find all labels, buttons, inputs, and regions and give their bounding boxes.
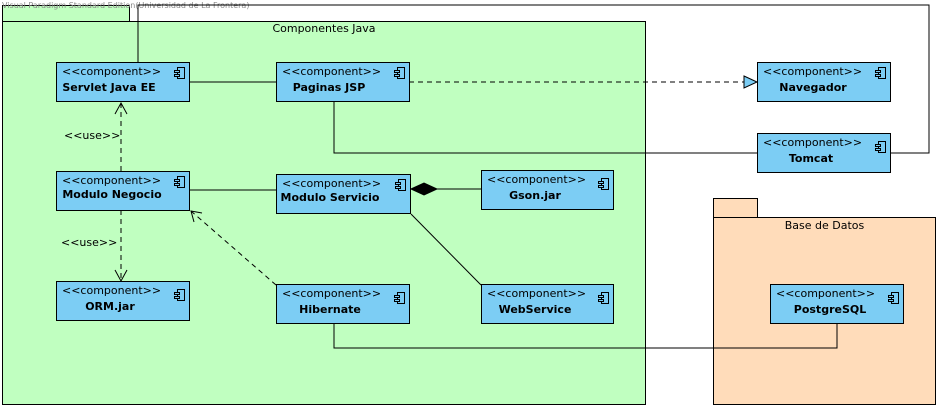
component-icon [174,176,185,188]
component-icon [598,178,609,190]
hibernate-postgres-link[interactable] [333,323,838,349]
component-stereotype: <<component>> [62,174,162,187]
component-orm-jar[interactable]: <<component>> ORM.jar [56,281,190,321]
use-label-servlet: <<use>> [64,129,121,142]
component-stereotype: <<component>> [62,284,162,297]
component-servlet-java-ee[interactable]: <<component>> Servlet Java EE [56,62,190,102]
use-label-orm: <<use>> [61,236,118,249]
jsp-tomcat-link[interactable] [333,101,757,154]
negocio-dep-arrowhead [190,210,203,223]
component-stereotype: <<component>> [282,287,382,300]
servlet-use-arrowhead [114,101,128,115]
component-stereotype: <<component>> [776,287,876,300]
component-icon [174,289,185,301]
component-icon [174,67,185,79]
component-stereotype: <<component>> [487,287,587,300]
composition-diamond [409,182,439,196]
component-navegador[interactable]: <<component>> Navegador [757,62,891,102]
component-icon [394,67,405,79]
component-name: Modulo Servicio [280,191,380,204]
component-stereotype: <<component>> [763,136,863,149]
component-name: Servlet Java EE [62,81,156,94]
watermark: Visual Paradigm Standard Edition(Univers… [2,1,250,10]
component-name: ORM.jar [85,300,135,313]
db-package-title: Base de Datos [784,219,865,232]
component-webservice[interactable]: <<component>> WebService [481,284,614,324]
servlet-tomcat-link[interactable] [137,4,930,154]
component-icon [394,292,405,304]
navegador-arrowhead [743,75,759,89]
component-modulo-negocio[interactable]: <<component>> Modulo Negocio [56,171,190,211]
component-name: Modulo Negocio [62,188,162,201]
component-stereotype: <<component>> [282,65,382,78]
component-tomcat[interactable]: <<component>> Tomcat [757,133,891,173]
component-paginas-jsp[interactable]: <<component>> Paginas JSP [276,62,410,102]
component-icon [875,67,886,79]
component-icon [888,292,899,304]
servicio-webservice-link[interactable] [410,213,482,286]
component-icon [875,141,886,153]
component-name: Hibernate [299,303,361,316]
component-name: Navegador [779,81,847,94]
component-modulo-servicio[interactable]: <<component>> Modulo Servicio [276,174,411,214]
java-package-title: Componentes Java [272,22,376,35]
component-name: Paginas JSP [292,81,366,94]
component-name: PostgreSQL [793,303,867,316]
component-gson-jar[interactable]: <<component>> Gson.jar [481,170,614,210]
component-stereotype: <<component>> [282,177,382,190]
hibernate-negocio-dependency[interactable] [190,210,277,286]
component-stereotype: <<component>> [763,65,863,78]
component-stereotype: <<component>> [487,173,587,186]
component-name: Tomcat [788,152,834,165]
component-icon [598,292,609,304]
component-name: Gson.jar [509,189,561,202]
component-stereotype: <<component>> [62,65,162,78]
component-hibernate[interactable]: <<component>> Hibernate [276,284,410,324]
component-postgresql[interactable]: <<component>> PostgreSQL [770,284,904,324]
component-name: WebService [498,303,572,316]
component-icon [395,179,406,191]
